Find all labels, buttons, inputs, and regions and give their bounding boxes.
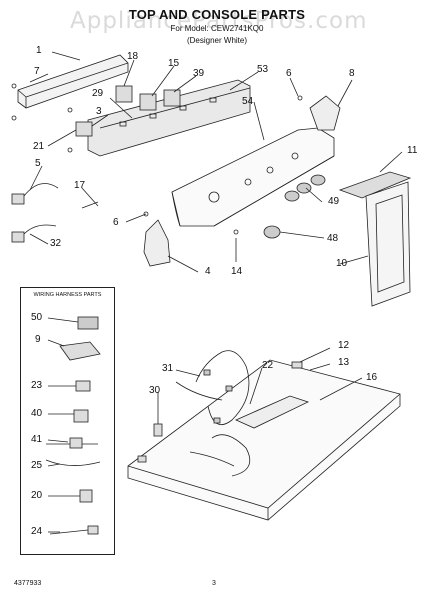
callout-6a: 6 <box>286 68 292 79</box>
callout-30: 30 <box>149 385 161 396</box>
page-title: TOP AND CONSOLE PARTS <box>128 7 306 22</box>
callout-15: 15 <box>168 58 180 69</box>
callout-21: 21 <box>33 141 45 152</box>
callout-41: 41 <box>31 434 43 445</box>
callout-6b: 6 <box>113 217 119 228</box>
callout-18: 18 <box>127 51 139 62</box>
callout-32: 32 <box>50 238 62 249</box>
callout-40: 40 <box>31 408 43 419</box>
callout-39: 39 <box>193 68 205 79</box>
callout-22: 22 <box>262 360 274 371</box>
wiring-harness-title: WIRING HARNESS PARTS <box>33 292 102 298</box>
page-number: 3 <box>212 580 216 587</box>
callout-12: 12 <box>338 340 350 351</box>
callout-11: 11 <box>407 145 418 156</box>
callout-25: 25 <box>31 460 43 471</box>
callout-23: 23 <box>31 380 43 391</box>
callout-16: 16 <box>366 372 378 383</box>
callout-13: 13 <box>338 357 350 368</box>
callout-10: 10 <box>336 258 348 269</box>
callout-14: 14 <box>231 266 243 277</box>
callout-29a: 29 <box>92 88 104 99</box>
callout-17: 17 <box>74 180 86 191</box>
callout-20: 20 <box>31 490 43 501</box>
callout-8: 8 <box>349 68 355 79</box>
callout-9: 9 <box>35 334 41 345</box>
document-number: 4377933 <box>14 580 42 587</box>
callout-7: 7 <box>34 66 40 77</box>
callout-49: 49 <box>328 196 340 207</box>
callout-53: 53 <box>257 64 269 75</box>
callout-48: 48 <box>327 233 339 244</box>
callout-50: 50 <box>31 312 43 323</box>
callout-4: 4 <box>205 266 211 277</box>
watermark-text: AppliancePartsPros.com <box>70 8 368 34</box>
callout-54: 54 <box>242 96 254 107</box>
callout-1: 1 <box>36 45 42 56</box>
callout-3: 3 <box>96 106 102 117</box>
model-number: For Model: CEW2741KQ0 <box>170 24 264 33</box>
callout-24: 24 <box>31 526 43 537</box>
model-variant: (Designer White) <box>186 36 247 45</box>
callout-5: 5 <box>35 158 41 169</box>
wiring-harness-box <box>20 287 115 555</box>
callout-31: 31 <box>162 363 174 374</box>
